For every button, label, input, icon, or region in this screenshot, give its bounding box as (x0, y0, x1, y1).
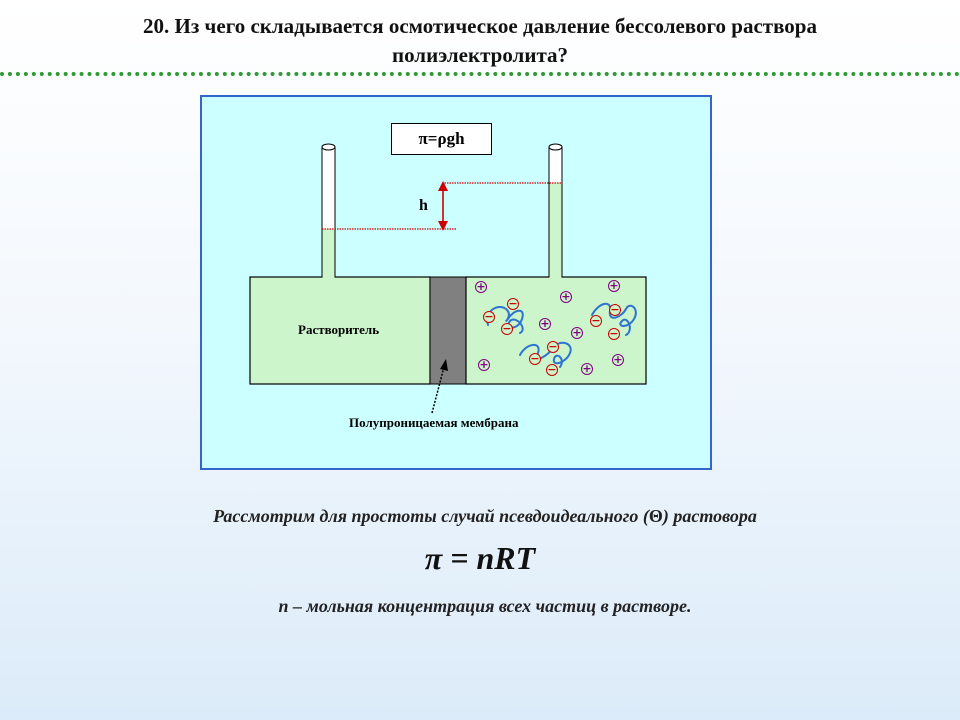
caption: Рассмотрим для простоты случай псевдоиде… (140, 506, 830, 527)
vant-hoff-equation: π = nRT (424, 540, 536, 576)
title-divider (0, 72, 960, 76)
slide-title: 20. Из чего складывается осмотическое да… (40, 12, 920, 70)
right-tube-rim (548, 143, 563, 151)
height-label: h (419, 197, 428, 214)
plus-ion: + (539, 317, 551, 330)
plus-ion: + (608, 279, 620, 292)
theta-symbol: Θ (648, 506, 663, 526)
right-tube-liquid (549, 183, 562, 278)
plus-ion: + (571, 326, 583, 339)
plus-ion: + (475, 280, 487, 293)
pressure-formula-box: π=ρgh (391, 123, 492, 155)
polymer-chain (486, 306, 524, 334)
concentration-note: n – мольная концентрация всех частиц в р… (278, 596, 692, 616)
membrane-label: Полупроницаемая мембрана (349, 415, 519, 430)
plus-ion: + (612, 353, 624, 366)
minus-ion: − (483, 310, 495, 323)
minus-ion: − (609, 303, 621, 316)
minus-ion: − (608, 327, 620, 340)
plus-ion: + (478, 358, 490, 371)
membrane (429, 276, 467, 385)
minus-ion: − (507, 297, 519, 310)
left-tube-liquid (322, 229, 335, 278)
minus-ion: − (590, 314, 602, 327)
solvent-label: Растворитель (298, 322, 380, 337)
osmometer-diagram: ++++++++−−−−−−−−− π=ρgh h Растворитель П… (200, 95, 712, 470)
title-line-2: полиэлектролита? (391, 43, 569, 67)
plus-ion: + (581, 362, 593, 375)
caption-text-after: ) растовора (662, 506, 757, 526)
polymer-chain (519, 341, 572, 368)
pressure-formula: π=ρgh (418, 129, 465, 148)
minus-ion: − (529, 352, 541, 365)
solvent-chamber (249, 276, 431, 385)
minus-ion: − (546, 363, 558, 376)
left-tube-rim (321, 143, 336, 151)
minus-ion: − (547, 340, 559, 353)
membrane-pointer-arrow (431, 359, 448, 414)
title-line-1: 20. Из чего складывается осмотическое да… (143, 14, 817, 38)
minus-ion: − (501, 322, 513, 335)
plus-ion: + (560, 290, 572, 303)
caption-text-before: Рассмотрим для простоты случай псевдоиде… (213, 506, 649, 526)
height-arrow (438, 181, 448, 231)
